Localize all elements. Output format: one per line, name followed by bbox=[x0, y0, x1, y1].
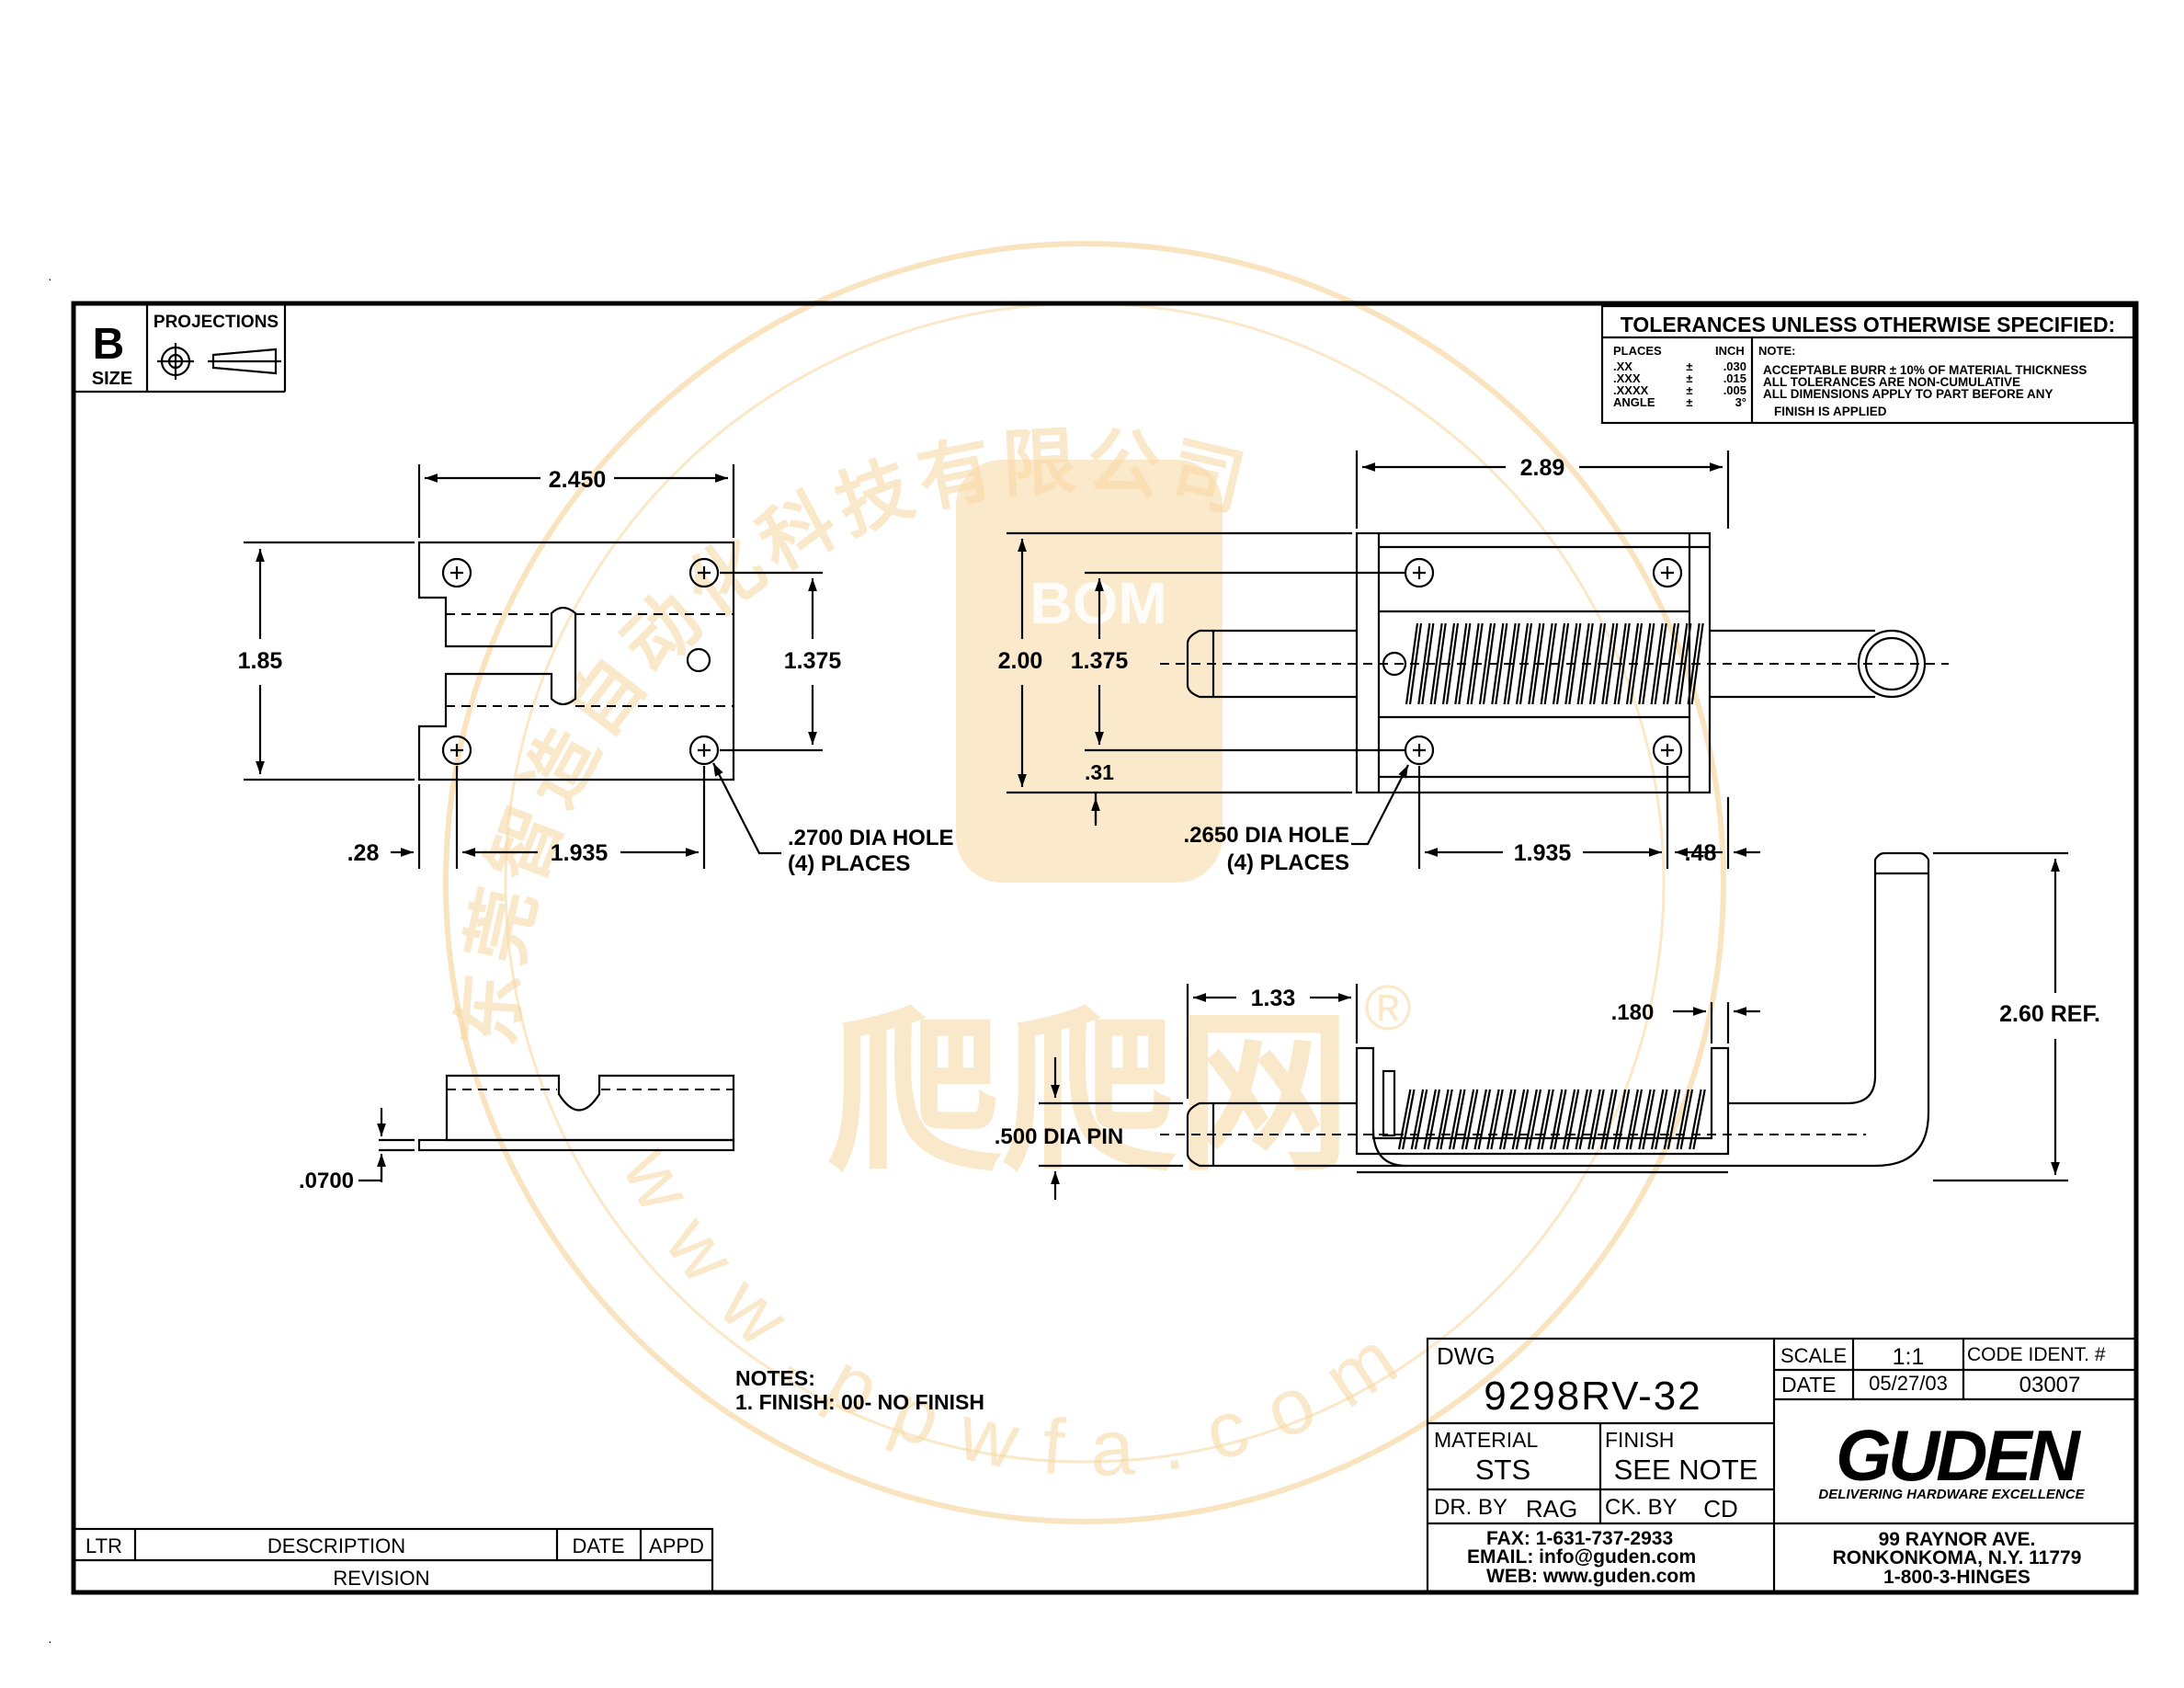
tolerance-pm: ± bbox=[1686, 383, 1692, 397]
material-value: STS bbox=[1475, 1454, 1530, 1486]
rev-ltr-header: LTR bbox=[85, 1534, 122, 1557]
tolerance-place: .XX bbox=[1613, 359, 1632, 373]
date-label: DATE bbox=[1781, 1373, 1837, 1397]
spring-coils bbox=[1405, 622, 1704, 705]
dim-pin-dia: .500 DIA PIN bbox=[995, 1124, 1124, 1149]
title-block: DWG 9298RV-32 MATERIAL STS FINISH SEE NO… bbox=[1426, 1337, 2138, 1594]
fax: FAX: 1-631-737-2933 bbox=[1486, 1528, 1673, 1549]
left-hole-note-1: .2700 DIA HOLE bbox=[788, 826, 954, 850]
watermark: 东莞智造自动化科技有限公司 BOM 爬爬网 ® w w w . p p w f … bbox=[443, 241, 1726, 1524]
tolerance-pm: ± bbox=[1686, 359, 1692, 373]
svg-text:INCH: INCH bbox=[1715, 344, 1745, 358]
svg-text:ALL TOLERANCES ARE NON-CUMULAT: ALL TOLERANCES ARE NON-CUMULATIVE bbox=[1763, 375, 2020, 389]
dim-left-height: 1.85 bbox=[238, 648, 283, 674]
projections-label: PROJECTIONS bbox=[154, 313, 279, 332]
size-letter: B bbox=[93, 320, 125, 369]
rev-appd-header: APPD bbox=[649, 1534, 704, 1557]
sheet-border bbox=[71, 301, 2139, 1595]
bolt-top-dimensions: 2.89 2.00 1.375 .31 .2650 DIA HOLE (4) P… bbox=[998, 451, 1760, 875]
notes: NOTES: 1. FINISH: 00- NO FINISH bbox=[735, 1366, 984, 1414]
revision-block: LTR DESCRIPTION DATE APPD REVISION bbox=[72, 1527, 714, 1594]
address-2: RONKONKOMA, N.Y. 11779 bbox=[1833, 1547, 2082, 1568]
tolerance-pm: ± bbox=[1686, 371, 1692, 385]
svg-text:·: · bbox=[48, 1634, 52, 1648]
scale-label: SCALE bbox=[1780, 1344, 1847, 1367]
dim-pin-gap: .180 bbox=[1611, 1000, 1655, 1025]
dim-right-offset: .31 bbox=[1085, 760, 1114, 784]
svg-text:ACCEPTABLE BURR ± 10% OF MATER: ACCEPTABLE BURR ± 10% OF MATERIAL THICKN… bbox=[1763, 363, 2087, 377]
drawn-by-label: DR. BY bbox=[1434, 1495, 1507, 1520]
dim-right-hole-spacing-h: 1.935 bbox=[1514, 840, 1572, 866]
dim-right-height: 2.00 bbox=[998, 648, 1043, 674]
notes-title: NOTES: bbox=[735, 1366, 815, 1390]
dim-left-edge: .28 bbox=[347, 840, 380, 866]
tolerance-place: .XXXX bbox=[1613, 383, 1649, 397]
size-box: B SIZE PROJECTIONS bbox=[74, 303, 287, 393]
dim-right-edge: .48 bbox=[1685, 840, 1717, 866]
watermark-registered: ® bbox=[1364, 972, 1412, 1044]
checked-by-value: CD bbox=[1703, 1495, 1738, 1523]
svg-text:FINISH IS APPLIED: FINISH IS APPLIED bbox=[1774, 405, 1887, 418]
date-value: 05/27/03 bbox=[1869, 1372, 1948, 1395]
right-hole-note-2: (4) PLACES bbox=[1227, 850, 1349, 875]
left-plate-top-view bbox=[417, 541, 735, 781]
code-ident-value: 03007 bbox=[2019, 1373, 2081, 1397]
revision-label: REVISION bbox=[333, 1567, 429, 1590]
drawn-by-value: RAG bbox=[1526, 1495, 1577, 1523]
tolerance-inch: .030 bbox=[1723, 359, 1746, 373]
checked-by-label: CK. BY bbox=[1605, 1495, 1678, 1520]
bolt-assembly-side-view bbox=[1160, 851, 1930, 1174]
email: EMAIL: info@guden.com bbox=[1467, 1546, 1696, 1568]
left-hole-note-2: (4) PLACES bbox=[788, 851, 910, 876]
company-logo: GUDEN bbox=[1836, 1415, 2081, 1496]
dim-thickness: .0700 bbox=[299, 1169, 354, 1193]
material-label: MATERIAL bbox=[1434, 1428, 1539, 1452]
bolt-assembly-top-view bbox=[1160, 531, 1949, 794]
size-label: SIZE bbox=[92, 369, 132, 389]
tolerance-place: .XXX bbox=[1613, 371, 1641, 385]
dim-left-width: 2.450 bbox=[549, 467, 607, 493]
svg-text:ALL DIMENSIONS APPLY TO PART B: ALL DIMENSIONS APPLY TO PART BEFORE ANY bbox=[1763, 387, 2053, 401]
left-plate-side-view: .0700 bbox=[299, 1074, 735, 1193]
right-hole-note-1: .2650 DIA HOLE bbox=[1183, 823, 1349, 848]
code-ident-label: CODE IDENT. # bbox=[1967, 1344, 2106, 1365]
phone: 1-800-3-HINGES bbox=[1883, 1567, 2030, 1588]
tolerance-place: ANGLE bbox=[1613, 395, 1655, 409]
bolt-side-dimensions: 1.33 .180 .500 DIA PIN 2.60 REF. bbox=[995, 851, 2100, 1200]
rev-description-header: DESCRIPTION bbox=[267, 1534, 405, 1557]
dim-right-hole-spacing-v: 1.375 bbox=[1071, 648, 1129, 674]
web: WEB: www.guden.com bbox=[1486, 1566, 1696, 1587]
dim-left-hole-spacing-h: 1.935 bbox=[551, 840, 609, 866]
watermark-brand: 爬爬网 bbox=[827, 992, 1351, 1195]
finish-label: FINISH bbox=[1605, 1428, 1674, 1452]
company-tagline: DELIVERING HARDWARE EXCELLENCE bbox=[1818, 1487, 2085, 1502]
svg-text:NOTE:: NOTE: bbox=[1758, 344, 1795, 358]
tolerance-pm: ± bbox=[1686, 395, 1692, 409]
tolerance-inch: .005 bbox=[1723, 383, 1746, 397]
tolerances-box: TOLERANCES UNLESS OTHERWISE SPECIFIED: P… bbox=[1600, 304, 2135, 425]
left-plate-dimensions: 2.450 1.85 1.375 .28 1.935 .2700 DIA HOL… bbox=[238, 464, 954, 876]
tolerance-inch: 3° bbox=[1735, 395, 1746, 409]
address-1: 99 RAYNOR AVE. bbox=[1879, 1529, 2036, 1550]
svg-text:PLACES: PLACES bbox=[1613, 344, 1662, 358]
tolerances-title: TOLERANCES UNLESS OTHERWISE SPECIFIED: bbox=[1621, 313, 2115, 336]
svg-text:·: · bbox=[48, 271, 52, 286]
dim-left-hole-spacing-v: 1.375 bbox=[784, 648, 842, 674]
dwg-label: DWG bbox=[1437, 1342, 1496, 1370]
notes-line-1: 1. FINISH: 00- NO FINISH bbox=[735, 1390, 984, 1414]
dim-right-width: 2.89 bbox=[1520, 455, 1565, 481]
finish-value: SEE NOTE bbox=[1614, 1454, 1758, 1486]
spring-coils bbox=[1397, 1089, 1706, 1150]
dim-pin-length: 1.33 bbox=[1251, 986, 1296, 1011]
first-angle-projection-icon bbox=[157, 343, 281, 380]
rev-date-header: DATE bbox=[572, 1534, 624, 1557]
dwg-number: 9298RV-32 bbox=[1484, 1374, 1701, 1419]
dim-handle-height: 2.60 REF. bbox=[1999, 1001, 2100, 1027]
scale-value: 1:1 bbox=[1893, 1344, 1925, 1370]
tolerance-inch: .015 bbox=[1723, 371, 1746, 385]
